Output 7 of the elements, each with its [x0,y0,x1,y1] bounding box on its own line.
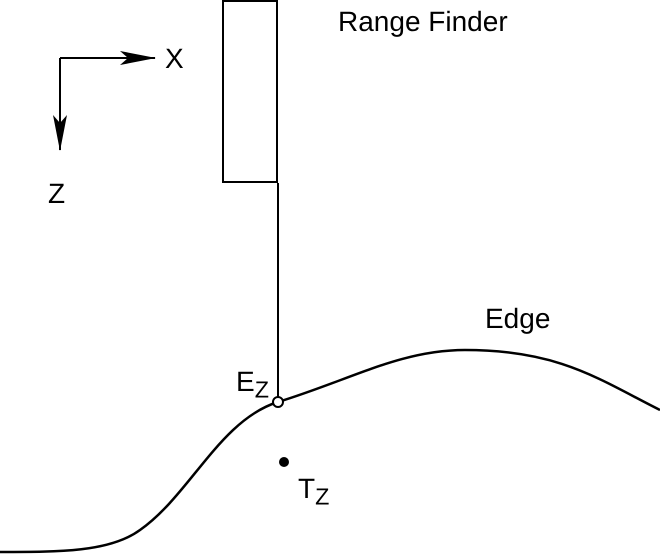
device-label: Range Finder [338,8,508,36]
connector-line [277,183,279,397]
axis-label: Z [48,180,66,208]
point-label: T$_{Z}$ [298,475,330,509]
axis-label: X [165,45,184,73]
curve-label: Edge [485,305,550,333]
point-label: E$_{Z}$ [236,368,269,402]
